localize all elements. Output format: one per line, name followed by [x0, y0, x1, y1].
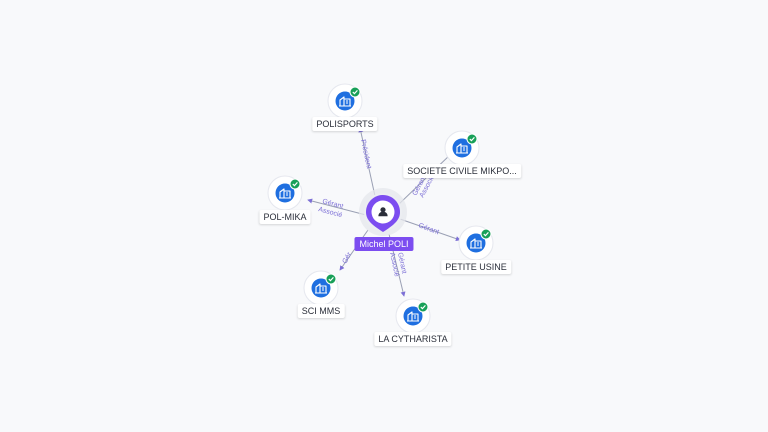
- verified-badge-icon: [417, 301, 429, 313]
- node-label-sci-mms[interactable]: SCI MMS: [297, 304, 345, 318]
- company-node-societe-civile[interactable]: [444, 130, 480, 166]
- person-name-label[interactable]: Michel POLI: [354, 237, 414, 251]
- company-node-sci-mms[interactable]: [303, 270, 339, 306]
- building-icon: [456, 143, 468, 154]
- building-icon: [279, 188, 291, 199]
- verified-badge-icon: [466, 133, 478, 145]
- edge-sci-mms: [339, 229, 369, 271]
- node-label-petite-usine[interactable]: PETITE USINE: [441, 260, 511, 274]
- edge-label-petite-usine-0: Gérant: [417, 222, 440, 236]
- node-label-polisports[interactable]: POLISPORTS: [312, 117, 378, 131]
- building-icon: [407, 311, 419, 322]
- verified-badge-icon: [325, 273, 337, 285]
- verified-badge-icon: [349, 86, 361, 98]
- edge-label-la-cytharista-0: Gérant: [396, 252, 407, 274]
- node-label-societe-civile[interactable]: SOCIETE CIVILE MIKPO...: [403, 164, 521, 178]
- node-label-la-cytharista[interactable]: LA CYTHARISTA: [374, 332, 452, 346]
- company-node-polisports[interactable]: [327, 83, 363, 119]
- edge-polisports: [358, 127, 376, 197]
- nodes-layer: [267, 83, 494, 334]
- company-node-pol-mika[interactable]: [267, 175, 303, 211]
- person-icon: [378, 207, 388, 217]
- node-label-pol-mika[interactable]: POL-MIKA: [259, 210, 311, 224]
- verified-badge-icon: [480, 228, 492, 240]
- edge-pol-mika: [307, 198, 367, 216]
- company-node-petite-usine[interactable]: [458, 225, 494, 261]
- edge-label-sci-mms-0: Gér: [342, 251, 354, 265]
- building-icon: [339, 96, 351, 107]
- verified-badge-icon: [289, 178, 301, 190]
- building-icon: [315, 283, 327, 294]
- edge-societe-civile: [397, 152, 453, 206]
- edge-petite-usine: [399, 218, 461, 241]
- edge-label-polisports-0: Président: [359, 139, 372, 169]
- person-node-michel-poli[interactable]: [359, 188, 407, 236]
- building-icon: [470, 238, 482, 249]
- edge-label-la-cytharista-1: Associé: [388, 252, 400, 278]
- company-node-la-cytharista[interactable]: [395, 298, 431, 334]
